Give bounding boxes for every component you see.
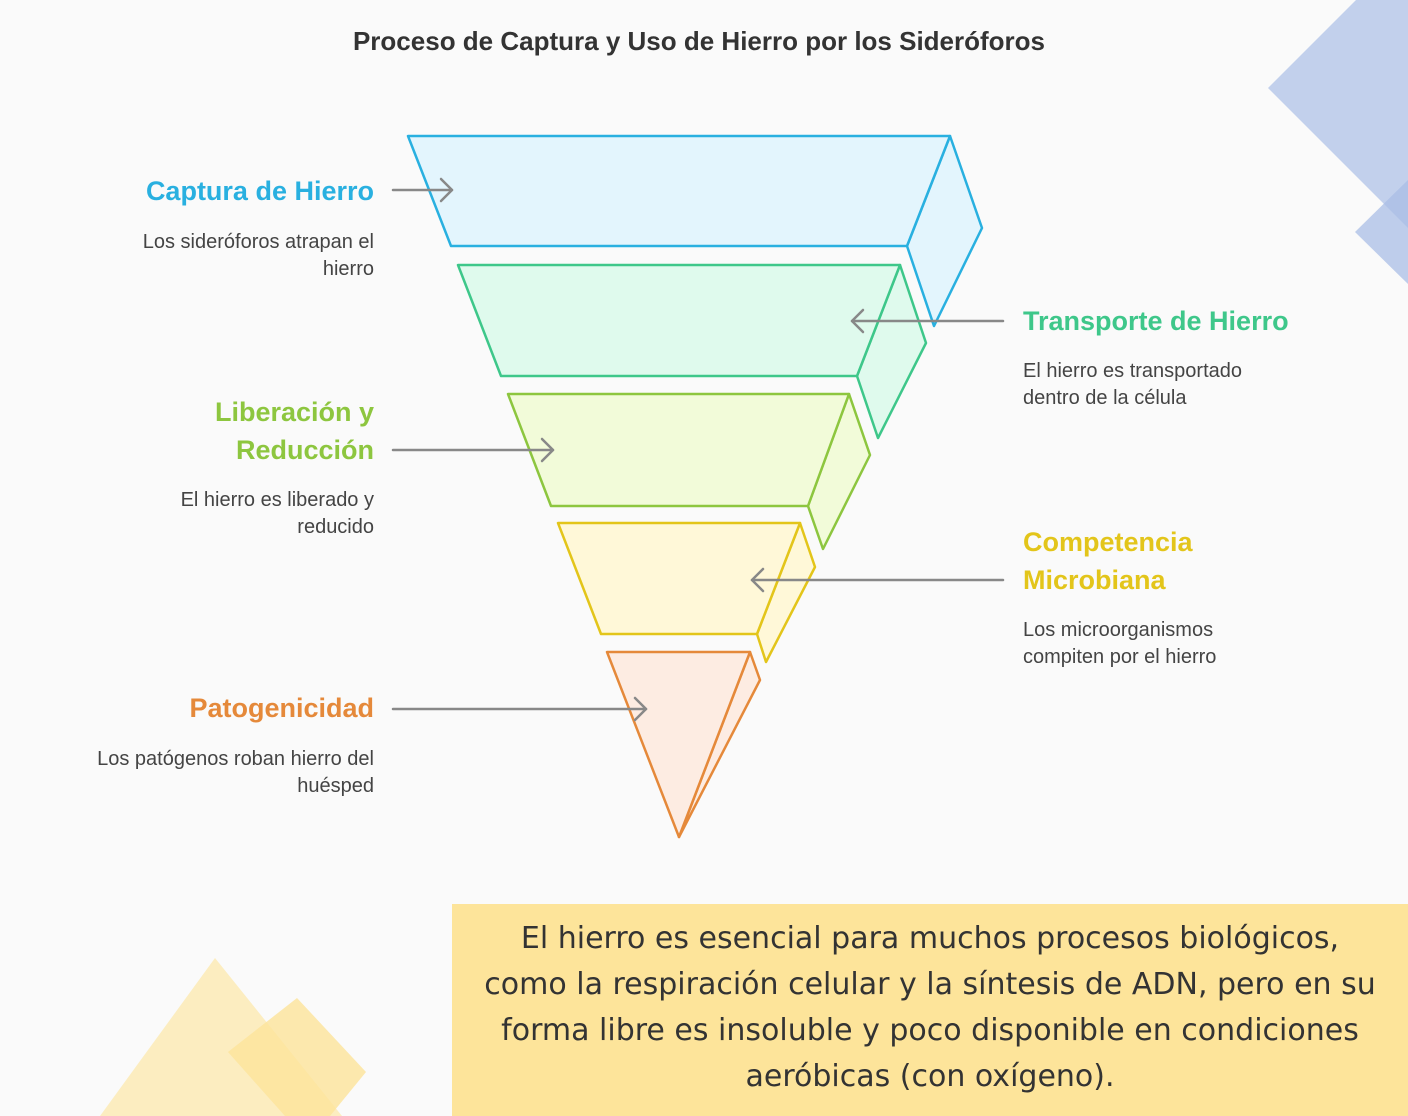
layer-front-competencia — [556, 521, 802, 636]
decor-diamond-blue-small — [1355, 180, 1408, 284]
desc-transporte: El hierro es transportado dentro de la c… — [1023, 360, 1243, 409]
label-patogenicidad: Patogenicidad — [189, 693, 374, 723]
arrow-patogenicidad — [391, 696, 648, 722]
connector-arrows — [391, 177, 1005, 722]
label-transporte: Transporte de Hierro — [1023, 306, 1289, 336]
funnel-layer-liberacion — [506, 392, 872, 551]
layer-front-transporte — [456, 263, 902, 378]
layer-front-captura — [406, 134, 952, 248]
funnel-layer-patogenicidad — [605, 650, 762, 839]
layer-front-liberacion — [506, 392, 851, 508]
desc-patogenicidad: Los patógenos roban hierro del huésped — [97, 748, 374, 797]
arrow-competencia — [750, 567, 1005, 593]
funnel-layer-captura — [406, 134, 984, 328]
layer-front-patogenicidad — [605, 650, 752, 839]
desc-liberacion: El hierro es liberado y reducido — [180, 489, 374, 538]
background-decor — [100, 0, 1408, 1116]
desc-competencia: Los microorganismos compiten por el hier… — [1023, 619, 1217, 668]
desc-captura: Los sideróforos atrapan el hierro — [142, 231, 374, 280]
decor-diamond-blue — [1268, 0, 1408, 228]
funnel-layer-transporte — [456, 263, 928, 440]
label-captura: Captura de Hierro — [145, 176, 374, 206]
funnel-layer-competencia — [556, 521, 817, 664]
funnel — [406, 134, 984, 839]
decor-diamond-yellow-small — [228, 998, 366, 1116]
arrow-captura — [391, 177, 454, 203]
diagram-title: Proceso de Captura y Uso de Hierro por l… — [352, 26, 1046, 56]
arrow-transporte — [850, 308, 1005, 334]
info-note: El hierro es esencial para muchos proces… — [452, 904, 1408, 1116]
label-liberacion: Liberación y Reducción — [214, 397, 374, 465]
label-competencia: Competencia Microbiana — [1023, 527, 1193, 595]
arrow-liberacion — [391, 437, 555, 463]
